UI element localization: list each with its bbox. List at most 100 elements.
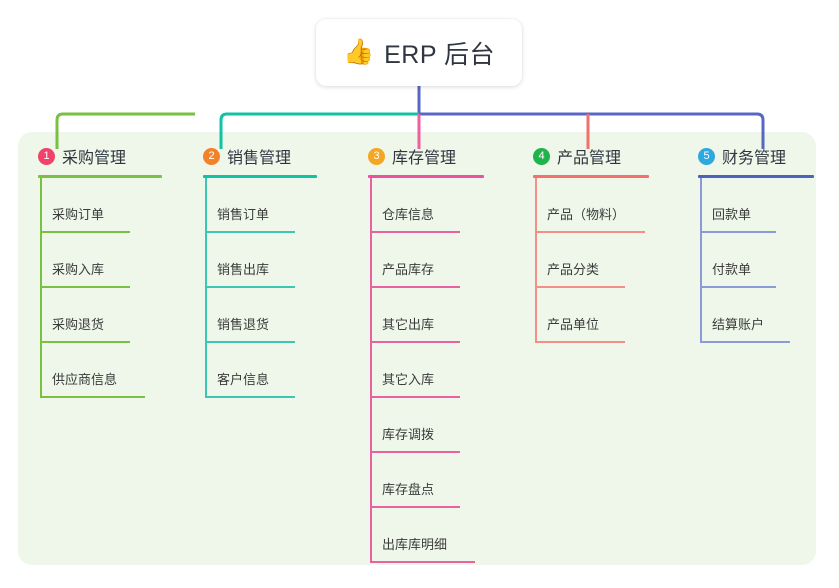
column-4: 4 产品管理产品（物料） 产品分类产品单位 (533, 143, 649, 343)
leaf-label: 结算账户 (712, 317, 765, 332)
leaf-list-2: 销售订单销售出库销售退货客户信息 (203, 178, 317, 398)
leaf-underline (370, 451, 460, 453)
leaf-item[interactable]: 销售订单 (203, 178, 317, 233)
leaf-item[interactable]: 产品分类 (533, 233, 649, 288)
column-badge-2: 2 (203, 147, 220, 165)
leaf-underline (205, 286, 295, 288)
leaf-underline (700, 341, 790, 343)
leaf-list-5: 回款单付款单结算账户 (698, 178, 814, 343)
leaf-spine-2 (205, 178, 207, 398)
leaf-item[interactable]: 付款单 (698, 233, 814, 288)
column-badge-5: 5 (698, 147, 715, 165)
root-title: ERP 后台 (384, 40, 496, 69)
column-badge-1: 1 (38, 147, 55, 165)
leaf-underline (40, 341, 130, 343)
leaf-item[interactable]: 客户信息 (203, 343, 317, 398)
leaf-label: 销售订单 (217, 207, 270, 222)
column-title-2: 销售管理 (227, 150, 292, 167)
column-badge-4: 4 (533, 147, 550, 165)
leaf-underline (535, 341, 625, 343)
leaf-spine-5 (700, 178, 702, 343)
leaf-label: 采购入库 (52, 262, 105, 277)
leaf-label: 采购退货 (52, 317, 105, 332)
leaf-spine-4 (535, 178, 537, 343)
leaf-label: 产品单位 (547, 317, 600, 332)
column-title-3: 库存管理 (392, 150, 457, 167)
leaf-label: 库存盘点 (382, 482, 435, 497)
leaf-label: 销售退货 (217, 317, 270, 332)
leaf-underline (700, 286, 776, 288)
leaf-list-4: 产品（物料） 产品分类产品单位 (533, 178, 649, 343)
leaf-list-1: 采购订单采购入库采购退货供应商信息 (38, 178, 162, 398)
thumbs-up-icon: 👍 (342, 38, 375, 66)
leaf-underline (370, 231, 460, 233)
leaf-item[interactable]: 库存盘点 (368, 453, 484, 508)
leaf-label: 其它出库 (382, 317, 435, 332)
leaf-underline (370, 341, 460, 343)
column-title-1: 采购管理 (62, 150, 127, 167)
leaf-item[interactable]: 库存调拨 (368, 398, 484, 453)
leaf-label: 采购订单 (52, 207, 105, 222)
leaf-item[interactable]: 仓库信息 (368, 178, 484, 233)
leaf-label: 产品（物料） (547, 207, 626, 222)
leaf-underline (205, 396, 295, 398)
leaf-underline (370, 561, 475, 563)
column-underline-1 (38, 175, 162, 178)
leaf-item[interactable]: 采购退货 (38, 288, 162, 343)
column-title-4: 产品管理 (557, 150, 622, 167)
leaf-label: 付款单 (712, 262, 752, 277)
leaf-label: 仓库信息 (382, 207, 435, 222)
column-3: 3 库存管理仓库信息产品库存其它出库其它入库库存调拨库存盘点出库库明细 (368, 143, 484, 563)
column-header-4[interactable]: 4 产品管理 (533, 143, 649, 169)
leaf-underline (535, 231, 645, 233)
leaf-underline (205, 231, 295, 233)
leaf-spine-1 (40, 178, 42, 398)
leaf-label: 销售出库 (217, 262, 270, 277)
leaf-underline (370, 506, 460, 508)
column-2: 2 销售管理销售订单销售出库销售退货客户信息 (203, 143, 317, 398)
leaf-item[interactable]: 采购订单 (38, 178, 162, 233)
leaf-item[interactable]: 供应商信息 (38, 343, 162, 398)
leaf-label: 出库库明细 (382, 537, 448, 552)
leaf-item[interactable]: 其它出库 (368, 288, 484, 343)
column-1: 1 采购管理采购订单采购入库采购退货供应商信息 (38, 143, 162, 398)
leaf-underline (40, 286, 130, 288)
leaf-label: 产品分类 (547, 262, 600, 277)
leaf-item[interactable]: 销售出库 (203, 233, 317, 288)
column-underline-5 (698, 175, 814, 178)
column-header-3[interactable]: 3 库存管理 (368, 143, 484, 169)
diagram-panel (18, 132, 816, 565)
column-badge-3: 3 (368, 147, 385, 165)
leaf-item[interactable]: 产品库存 (368, 233, 484, 288)
root-node[interactable]: 👍 ERP 后台 (316, 19, 522, 86)
column-header-2[interactable]: 2 销售管理 (203, 143, 317, 169)
column-underline-4 (533, 175, 649, 178)
leaf-underline (370, 286, 460, 288)
leaf-label: 供应商信息 (52, 372, 118, 387)
leaf-label: 产品库存 (382, 262, 435, 277)
column-header-1[interactable]: 1 采购管理 (38, 143, 162, 169)
leaf-underline (370, 396, 460, 398)
column-underline-3 (368, 175, 484, 178)
leaf-list-3: 仓库信息产品库存其它出库其它入库库存调拨库存盘点出库库明细 (368, 178, 484, 563)
leaf-label: 客户信息 (217, 372, 270, 387)
leaf-item[interactable]: 出库库明细 (368, 508, 484, 563)
leaf-underline (205, 341, 295, 343)
leaf-item[interactable]: 回款单 (698, 178, 814, 233)
leaf-item[interactable]: 销售退货 (203, 288, 317, 343)
leaf-label: 其它入库 (382, 372, 435, 387)
leaf-item[interactable]: 产品单位 (533, 288, 649, 343)
leaf-underline (40, 231, 130, 233)
leaf-item[interactable]: 采购入库 (38, 233, 162, 288)
leaf-label: 回款单 (712, 207, 752, 222)
leaf-underline (700, 231, 776, 233)
leaf-item[interactable]: 其它入库 (368, 343, 484, 398)
column-underline-2 (203, 175, 317, 178)
leaf-item[interactable]: 产品（物料） (533, 178, 649, 233)
leaf-underline (535, 286, 625, 288)
leaf-item[interactable]: 结算账户 (698, 288, 814, 343)
leaf-underline (40, 396, 145, 398)
leaf-spine-3 (370, 178, 372, 563)
